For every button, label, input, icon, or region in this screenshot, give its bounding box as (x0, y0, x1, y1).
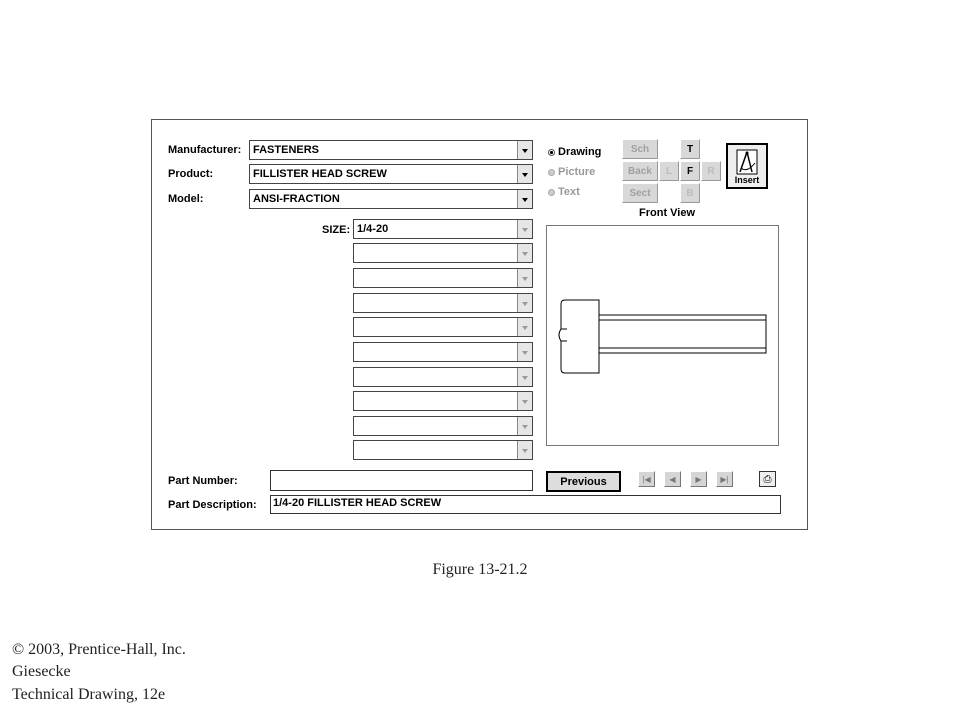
insert-label: Insert (734, 175, 760, 185)
chevron-down-icon[interactable] (517, 417, 532, 435)
model-label: Model: (168, 193, 204, 205)
manufacturer-label: Manufacturer: (168, 144, 242, 156)
bottom-view-button[interactable]: B (680, 183, 700, 203)
radio-unselected-icon (548, 168, 555, 176)
part-number-label: Part Number: (168, 475, 238, 487)
attribute-select[interactable] (353, 243, 533, 263)
attribute-select[interactable] (353, 391, 533, 411)
attribute-select[interactable] (353, 367, 533, 387)
radio-text-label: Text (558, 186, 580, 198)
radio-picture-label: Picture (558, 166, 596, 178)
part-description-label: Part Description: (168, 499, 257, 511)
chevron-down-icon[interactable] (517, 441, 532, 459)
chevron-down-icon[interactable] (517, 190, 532, 208)
current-view-label: Front View (639, 207, 696, 219)
size-label: SIZE: (322, 224, 351, 236)
print-icon[interactable]: ⎙ (759, 471, 776, 487)
top-view-button[interactable]: T (680, 139, 700, 159)
left-view-button[interactable]: L (659, 161, 679, 181)
right-view-button[interactable]: R (701, 161, 721, 181)
previous-button[interactable]: Previous (546, 471, 621, 492)
radio-drawing-label: Drawing (558, 146, 602, 158)
product-value: FILLISTER HEAD SCREW (253, 168, 387, 180)
front-view-button[interactable]: F (680, 161, 700, 181)
attribute-select[interactable] (353, 440, 533, 460)
manufacturer-value: FASTENERS (253, 144, 320, 156)
chevron-down-icon[interactable] (517, 165, 532, 183)
part-description-field[interactable]: 1/4-20 FILLISTER HEAD SCREW (270, 495, 781, 514)
model-value: ANSI-FRACTION (253, 193, 340, 205)
insert-button[interactable]: Insert (726, 143, 768, 189)
first-record-icon[interactable]: |◀ (638, 471, 655, 487)
last-record-icon[interactable]: ▶| (716, 471, 733, 487)
radio-text[interactable]: Text (548, 186, 580, 198)
chevron-down-icon[interactable] (517, 343, 532, 361)
product-label: Product: (168, 168, 214, 180)
chevron-down-icon[interactable] (517, 220, 532, 238)
prev-record-icon[interactable]: ◀ (664, 471, 681, 487)
radio-selected-icon (548, 148, 555, 156)
radio-unselected-icon (548, 188, 555, 196)
drawing-preview (546, 225, 779, 446)
figure-caption: Figure 13-21.2 (432, 561, 528, 578)
section-view-button[interactable]: Sch (622, 139, 658, 159)
drafting-compass-icon (736, 149, 758, 175)
attribute-select[interactable] (353, 293, 533, 313)
chevron-down-icon[interactable] (517, 392, 532, 410)
part-number-field[interactable] (270, 470, 533, 491)
author-line: Giesecke (12, 663, 71, 680)
chevron-down-icon[interactable] (517, 141, 532, 159)
sect-view-button[interactable]: Sect (622, 183, 658, 203)
chevron-down-icon[interactable] (517, 368, 532, 386)
chevron-down-icon[interactable] (517, 244, 532, 262)
product-select[interactable]: FILLISTER HEAD SCREW (249, 164, 533, 184)
copyright-line: © 2003, Prentice-Hall, Inc. (12, 641, 186, 658)
book-title-line: Technical Drawing, 12e (12, 686, 166, 703)
chevron-down-icon[interactable] (517, 318, 532, 336)
size-value: 1/4-20 (357, 223, 389, 235)
fillister-screw-drawing (558, 299, 767, 374)
radio-picture[interactable]: Picture (548, 166, 595, 178)
attribute-select[interactable] (353, 317, 533, 337)
back-view-button[interactable]: Back (622, 161, 658, 181)
chevron-down-icon[interactable] (517, 269, 532, 287)
chevron-down-icon[interactable] (517, 294, 532, 312)
attribute-select[interactable] (353, 342, 533, 362)
size-select[interactable]: 1/4-20 (353, 219, 533, 239)
attribute-select[interactable] (353, 268, 533, 288)
part-description-value: 1/4-20 FILLISTER HEAD SCREW (273, 497, 442, 509)
radio-drawing[interactable]: Drawing (548, 146, 601, 158)
next-record-icon[interactable]: ▶ (690, 471, 707, 487)
manufacturer-select[interactable]: FASTENERS (249, 140, 533, 160)
model-select[interactable]: ANSI-FRACTION (249, 189, 533, 209)
attribute-select[interactable] (353, 416, 533, 436)
